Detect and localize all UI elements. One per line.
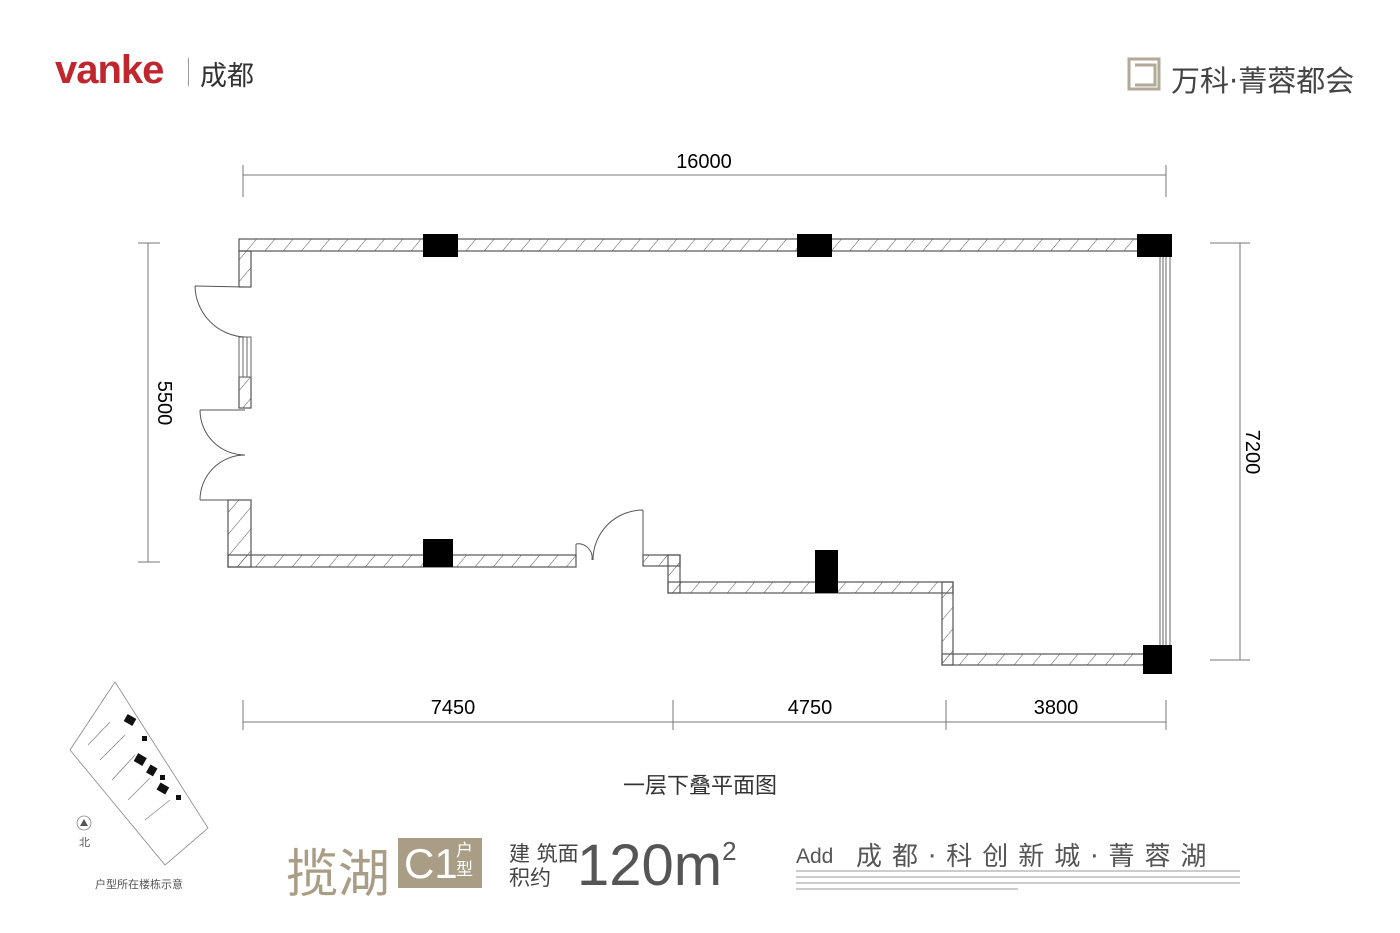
- unit-type: 户型: [456, 841, 473, 880]
- area-number: 120m: [577, 833, 723, 898]
- address: 成都·科创新城·菁蓉湖: [856, 842, 1217, 872]
- dim-bottom-2: 4750: [788, 697, 833, 719]
- window-left: [238, 336, 252, 378]
- walls: [227, 238, 1171, 666]
- project-name: 万科·菁蓉都会: [1171, 64, 1355, 98]
- site-map: [69, 681, 209, 866]
- dim-bottom-1: 7450: [431, 697, 476, 719]
- dim-top: 16000: [676, 151, 732, 173]
- project-logo-icon: [1127, 57, 1161, 91]
- area-value: 120m2: [577, 832, 737, 899]
- north-arrow-icon: [76, 815, 92, 831]
- area-label: 建 筑面积约: [509, 842, 579, 890]
- fine-print-disclaimer: [796, 870, 1240, 894]
- window-right: [1159, 250, 1171, 655]
- dim-right: 7200: [1241, 430, 1263, 475]
- columns: [423, 234, 1172, 674]
- unit-badge: C1 户型: [398, 838, 482, 888]
- site-map-caption: 户型所在楼栋示意: [95, 878, 183, 891]
- unit-name: 揽湖: [286, 845, 391, 905]
- area-superscript: 2: [722, 836, 737, 866]
- dim-left: 5500: [153, 381, 175, 426]
- vanke-logo: vanke: [55, 48, 164, 92]
- unit-code: C1: [404, 840, 458, 887]
- logo-divider: [188, 58, 189, 86]
- north-label: 北: [79, 836, 90, 849]
- dimension-lines: [138, 165, 1250, 730]
- plan-title: 一层下叠平面图: [622, 774, 777, 799]
- dim-bottom-3: 3800: [1034, 697, 1079, 719]
- address-tag: Add: [796, 845, 834, 868]
- city-label: 成都: [200, 61, 254, 92]
- doors: [194, 285, 644, 561]
